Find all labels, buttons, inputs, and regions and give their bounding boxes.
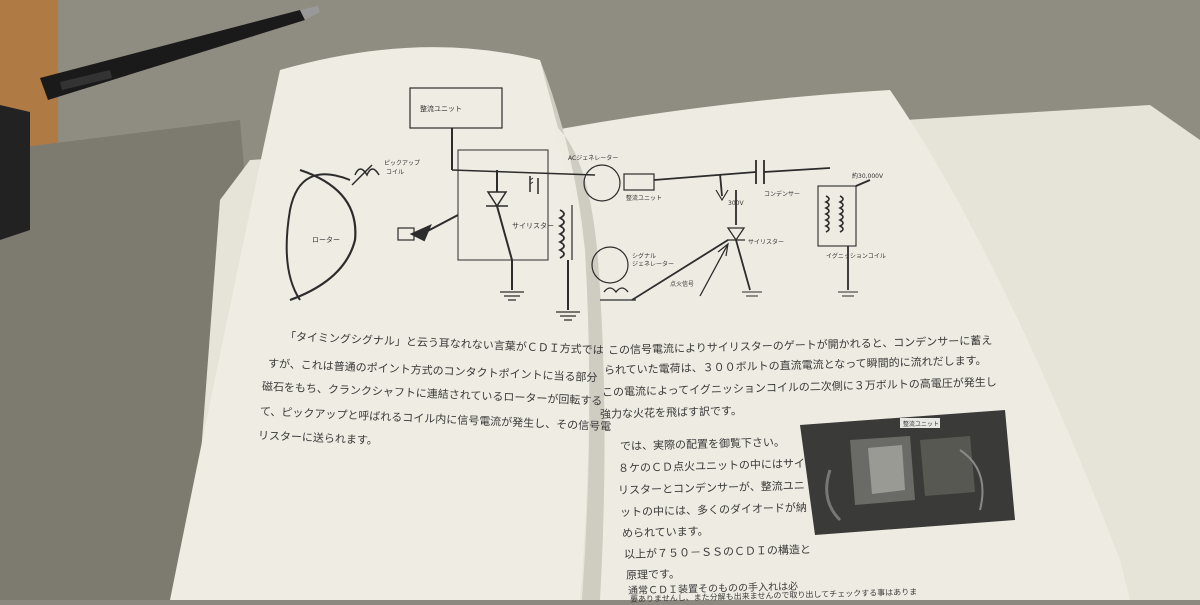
ignition-signal-label: 点火信号	[670, 280, 694, 288]
diagram-left-pickup-label-2: コイル	[386, 169, 404, 176]
signal-generator-circle	[591, 246, 629, 284]
ac-generator-label: ACジェネレーター	[568, 154, 618, 162]
rectifier-box	[409, 87, 503, 129]
voltage-label: 300V	[728, 200, 744, 207]
right-thyristor-label: サイリスター	[748, 238, 784, 246]
cdi-unit-box	[457, 149, 549, 261]
pickup-coil-symbol	[351, 164, 380, 186]
ignition-coil-label: イグニッションコイル	[826, 252, 886, 260]
right-rectifier-box	[623, 173, 655, 191]
left-page	[170, 47, 589, 600]
right-rectifier-label: 整流ユニット	[626, 194, 662, 202]
signal-generator-label-2: ジェネレーター	[632, 260, 674, 268]
left-circuit-diagram	[285, 87, 596, 321]
condenser-label: コンデンサー	[764, 190, 800, 198]
high-voltage-label: 約30,000V	[852, 172, 884, 180]
pen-icon	[40, 6, 320, 100]
photo-caption: 整流ユニット	[903, 420, 939, 428]
signal-generator-label-1: シグナル	[632, 252, 656, 260]
diagram-left-thyristor-label: サイリスター	[512, 221, 554, 230]
dark-object	[0, 105, 30, 240]
rotor-arc	[285, 173, 351, 301]
diagram-left-rectifier-label: 整流ユニット	[420, 104, 462, 113]
diagram-left-pickup-label-1: ピックアップ	[384, 160, 420, 167]
ignition-coil-symbol	[557, 209, 565, 259]
right-circuit-diagram	[583, 160, 871, 301]
right-lower-line-5: められています。	[621, 524, 709, 540]
engine-photo	[800, 410, 1015, 535]
diagram-left-rotor-label: ローター	[312, 235, 340, 244]
ignition-coil-box	[817, 185, 857, 247]
ac-generator-circle	[583, 164, 621, 202]
